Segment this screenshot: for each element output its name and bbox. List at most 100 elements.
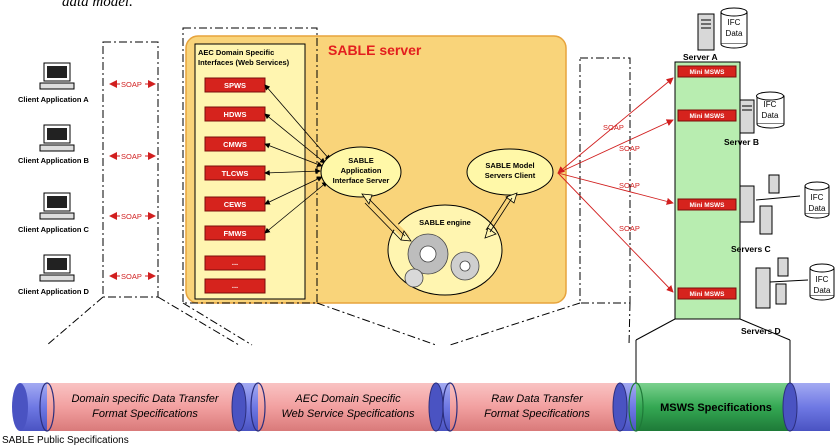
sable-server-title: SABLE server	[328, 42, 422, 58]
client-dashed-region	[102, 41, 159, 298]
footer-label: SABLE Public Specifications	[2, 435, 129, 446]
svg-text:SOAP: SOAP	[121, 152, 142, 161]
server-tower-icon	[697, 13, 715, 51]
aec-dashed-region	[182, 27, 318, 304]
msws-column	[674, 61, 741, 320]
mini-msws-d: Mini MSWS	[677, 287, 737, 300]
database-icon: IFC Data	[756, 91, 785, 129]
soap-label-c: SOAP	[619, 181, 640, 190]
soap-arrow-a: SOAP	[109, 79, 156, 89]
svg-text:SABLE Model: SABLE Model	[485, 161, 534, 170]
svg-text:IFC: IFC	[816, 275, 829, 284]
svg-text:IFC: IFC	[728, 18, 741, 27]
client-c: Client Application C	[18, 192, 90, 234]
engine-connector-right	[484, 192, 518, 239]
computer-icon	[39, 192, 75, 220]
svg-text:SOAP: SOAP	[121, 212, 142, 221]
server-tower-icon	[755, 257, 809, 309]
service-hdws: HDWS	[204, 106, 266, 122]
database-icon: IFC Data	[809, 263, 835, 301]
svg-text:IFC: IFC	[811, 193, 824, 202]
mini-msws-a: Mini MSWS	[677, 65, 737, 78]
server-soap-connectors	[557, 77, 674, 293]
svg-text:Servers Client: Servers Client	[485, 171, 536, 180]
soap-label-a: SOAP	[603, 123, 624, 132]
aec-box-title-2: Interfaces (Web Services)	[198, 58, 290, 67]
svg-text:TLCWS: TLCWS	[222, 169, 249, 178]
soap-arrow-d: SOAP	[109, 271, 156, 281]
spec-msws: MSWS Specifications	[660, 402, 772, 414]
svg-text:Application: Application	[341, 166, 382, 175]
server-label: Servers C	[731, 244, 771, 254]
client-b: Client Application B	[18, 124, 90, 165]
servers-c: IFC Data Servers C	[731, 174, 830, 254]
client-label: Client Application B	[18, 156, 90, 165]
specifications-pipeline	[12, 382, 830, 432]
service-fmws: FMWS	[204, 225, 266, 241]
svg-text:IFC: IFC	[764, 100, 777, 109]
svg-text:HDWS: HDWS	[224, 110, 247, 119]
spec-raw-line2: Format Specifications	[484, 408, 590, 420]
database-icon: IFC Data	[804, 181, 830, 219]
service-connectors	[264, 84, 331, 234]
service-cmws: CMWS	[204, 136, 266, 152]
svg-text:SOAP: SOAP	[121, 272, 142, 281]
database-icon: IFC Data	[720, 7, 748, 49]
svg-text:Mini MSWS: Mini MSWS	[689, 69, 725, 76]
server-label: Servers D	[741, 326, 781, 336]
svg-text:...: ...	[232, 281, 238, 290]
service-tlcws: TLCWS	[204, 165, 266, 181]
svg-text:Mini MSWS: Mini MSWS	[689, 291, 725, 298]
client-label: Client Application D	[18, 287, 90, 296]
service-more-2: ...	[204, 278, 266, 294]
svg-text:SABLE engine: SABLE engine	[419, 218, 471, 227]
computer-icon	[39, 254, 75, 282]
svg-text:Data: Data	[809, 204, 826, 213]
svg-text:CEWS: CEWS	[224, 200, 247, 209]
server-soap-dashed-region	[579, 57, 631, 304]
spec-raw-line1: Raw Data Transfer	[491, 393, 584, 405]
soap-label-d: SOAP	[619, 224, 640, 233]
gears-icon	[404, 233, 480, 288]
computer-icon	[39, 124, 75, 152]
server-label: Server B	[724, 137, 759, 147]
client-label: Client Application C	[18, 225, 90, 234]
soap-arrow-c: SOAP	[109, 211, 156, 221]
svg-text:SABLE: SABLE	[348, 156, 373, 165]
spec-aec-line1: AEC Domain Specific	[294, 393, 401, 405]
spec-aec-line2: Web Service Specifications	[281, 408, 415, 420]
mini-msws-c: Mini MSWS	[677, 198, 737, 211]
svg-text:...: ...	[232, 258, 238, 267]
server-tower-icon	[739, 174, 801, 235]
server-tower-icon	[739, 99, 755, 134]
spec-domain-line1: Domain specific Data Transfer	[71, 393, 219, 405]
svg-text:SOAP: SOAP	[121, 80, 142, 89]
service-more-1: ...	[204, 255, 266, 271]
sable-engine: SABLE engine	[387, 204, 503, 296]
svg-text:SPWS: SPWS	[224, 81, 246, 90]
svg-text:Mini MSWS: Mini MSWS	[689, 202, 725, 209]
sable-app-interface-server: SABLE Application Interface Server	[320, 146, 402, 198]
svg-text:Data: Data	[762, 111, 779, 120]
client-label: Client Application A	[18, 95, 89, 104]
server-b: IFC Data Server B	[724, 91, 785, 147]
projection-lines	[46, 296, 631, 346]
server-a: IFC Data Server A	[683, 7, 748, 62]
svg-text:FMWS: FMWS	[224, 229, 247, 238]
service-spws: SPWS	[204, 77, 266, 93]
svg-text:CMWS: CMWS	[223, 140, 247, 149]
msws-projection	[635, 318, 791, 383]
aec-box-title-1: AEC Domain Specific	[198, 48, 274, 57]
servers-d: IFC Data Servers D	[741, 257, 835, 336]
soap-arrow-b: SOAP	[109, 151, 156, 161]
header-fragment: data model.	[62, 0, 133, 10]
spec-domain-line2: Format Specifications	[92, 408, 198, 420]
soap-label-b: SOAP	[619, 144, 640, 153]
svg-text:Data: Data	[726, 29, 743, 38]
service-cews: CEWS	[204, 196, 266, 212]
mini-msws-b: Mini MSWS	[677, 109, 737, 122]
svg-text:Interface Server: Interface Server	[333, 176, 390, 185]
sable-model-servers-client: SABLE Model Servers Client	[466, 148, 554, 196]
client-a: Client Application A	[18, 62, 89, 104]
